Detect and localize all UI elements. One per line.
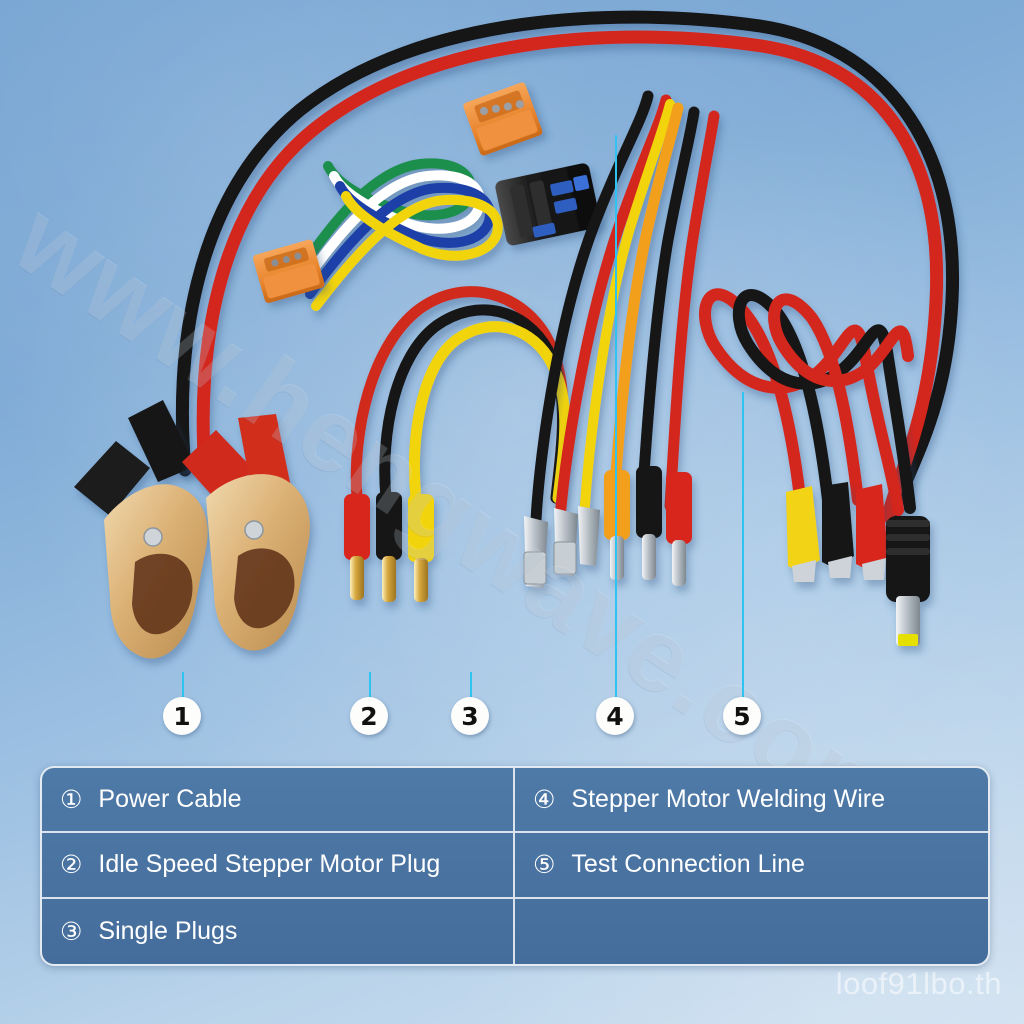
stepper-plug-wires [295, 158, 503, 311]
orange-connector-small [253, 239, 325, 303]
callout-leader-2 [369, 672, 371, 697]
welding-wire-cables [530, 90, 720, 526]
dc-barrel-plug [886, 516, 930, 646]
legend-label-5: Test Connection Line [571, 850, 805, 879]
legend-number-3: ③ [60, 916, 83, 946]
alligator-clip-black [74, 400, 208, 659]
black-automotive-connector [495, 163, 601, 246]
alligator-clip-red [182, 414, 310, 651]
legend-number-2: ② [60, 850, 83, 880]
wires-illustration [74, 10, 960, 659]
spade-terminal [553, 508, 578, 576]
test-line-cables [699, 288, 916, 516]
spade-terminal [578, 506, 600, 566]
test-clip-red [856, 484, 888, 580]
callout-leader-4 [615, 135, 617, 697]
legend-item-3: ③ Single Plugs [42, 898, 515, 964]
banana-plug-yellow [408, 494, 434, 602]
product-photo [74, 10, 960, 659]
banana-plug-black [636, 466, 662, 580]
banana-plug-orange [604, 470, 630, 580]
callout-marker-5[interactable]: 5 [723, 697, 761, 735]
callout-leader-5 [742, 392, 744, 697]
legend-label-3: Single Plugs [98, 916, 238, 945]
legend-item-5: ⑤ Test Connection Line [515, 833, 988, 899]
callout-marker-2[interactable]: 2 [350, 697, 388, 735]
callout-marker-4[interactable]: 4 [596, 697, 634, 735]
legend-item-1: ① Power Cable [42, 768, 515, 834]
legend-label-2: Idle Speed Stepper Motor Plug [98, 850, 441, 879]
legend-label-1: Power Cable [98, 785, 242, 814]
spade-terminal [523, 516, 548, 588]
legend-item-empty [515, 899, 988, 964]
legend-table: ① Power Cable ④ Stepper Motor Welding Wi… [40, 766, 990, 966]
single-plug-wires [350, 286, 571, 504]
banana-plug-red [344, 494, 370, 600]
legend-item-4: ④ Stepper Motor Welding Wire [515, 768, 988, 834]
orange-connector-4pin [463, 82, 543, 156]
callout-marker-1[interactable]: 1 [163, 697, 201, 735]
banana-plug-red [666, 472, 692, 586]
legend-number-1: ① [60, 785, 83, 815]
legend-number-5: ⑤ [533, 850, 556, 880]
legend-number-4: ④ [533, 785, 556, 815]
banana-plug-black [376, 492, 402, 602]
power-cable-wires [175, 10, 960, 527]
callout-leader-3 [470, 672, 472, 697]
legend-item-2: ② Idle Speed Stepper Motor Plug [42, 833, 515, 899]
callout-leader-1 [182, 672, 184, 697]
watermark-corner: loof91lbo.th [835, 966, 1002, 1001]
test-clip-yellow [786, 486, 820, 582]
legend-label-4: Stepper Motor Welding Wire [571, 785, 885, 814]
callout-marker-3[interactable]: 3 [451, 697, 489, 735]
test-clip-black [822, 482, 854, 578]
